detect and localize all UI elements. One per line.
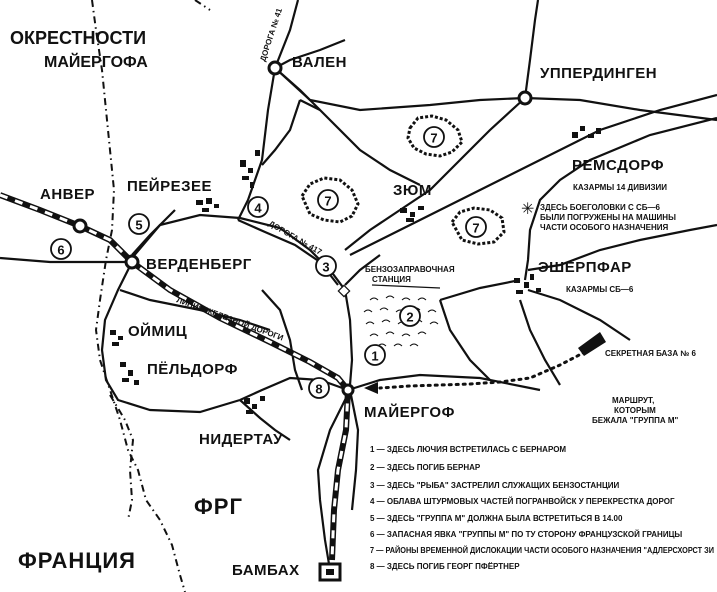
town-marker-anver — [72, 218, 88, 234]
legend-item-6: 6 — ЗАПАСНАЯ ЯВКА "ГРУППЫ М" ПО ТУ СТОРО… — [370, 530, 682, 539]
gas-station-icon — [337, 284, 351, 298]
marker-8: 8 — [308, 377, 330, 399]
label-route-2: КОТОРЫМ — [614, 406, 656, 415]
marker-7-west: 7 — [317, 189, 339, 211]
marker-7-east: 7 — [465, 216, 487, 238]
label-france: ФРАНЦИЯ — [18, 548, 136, 573]
label-frg: ФРГ — [194, 494, 243, 519]
asterisk-icon: ✳ — [521, 201, 534, 218]
label-route-3: БЕЖАЛА "ГРУППА М" — [592, 416, 679, 425]
legend-item-3: 3 — ЗДЕСЬ "РЫБА" ЗАСТРЕЛИЛ СЛУЖАЩИХ БЕНЗ… — [370, 481, 620, 490]
roads — [0, 0, 717, 571]
legend-item-2: 2 — ЗДЕСЬ ПОГИБ БЕРНАР — [370, 463, 481, 472]
label-station-2: СТАНЦИЯ — [372, 275, 411, 284]
svg-text:7: 7 — [324, 194, 331, 209]
border-lines — [91, 0, 211, 592]
svg-text:5: 5 — [135, 218, 142, 233]
label-peirezee: ПЕЙРЕЗЕЕ — [127, 177, 212, 195]
marker-5: 5 — [128, 213, 150, 235]
svg-text:3: 3 — [322, 260, 329, 275]
label-remsdorf: РЕМСДОРФ — [572, 157, 664, 174]
border-north — [194, 0, 211, 11]
label-peldorf: ПЁЛЬДОРФ — [147, 361, 238, 378]
marker-7-north: 7 — [423, 126, 445, 148]
marker-2: 2 — [399, 305, 421, 327]
road-41 — [237, 0, 300, 221]
legend-item-4: 4 — ОБЛАВА ШТУРМОВЫХ ЧАСТЕЙ ПОГРАНВОЙСК … — [370, 497, 675, 506]
label-verdenberg: ВЕРДЕНБЕРГ — [146, 256, 252, 273]
label-zyum: ЗЮМ — [393, 182, 432, 199]
secret-base-mark — [578, 332, 606, 356]
label-remsdorf-barracks: КАЗАРМЫ 14 ДИВИЗИИ — [573, 183, 667, 192]
label-valen: ВАЛЕН — [292, 54, 347, 71]
legend-item-1: 1 — ЗДЕСЬ ЛЮЧИЯ ВСТРЕТИЛАСЬ С БЕРНАРОМ — [370, 445, 566, 454]
map-title-line1: ОКРЕСТНОСТИ — [10, 28, 146, 48]
legend-item-8: 8 — ЗДЕСЬ ПОГИБ ГЕОРГ ПФЁРТНЕР — [370, 562, 520, 571]
label-maiergof: МАЙЕРГОФ — [364, 403, 455, 421]
legend-item-7: 7 — РАЙОНЫ ВРЕМЕННОЙ ДИСЛОКАЦИИ ЧАСТИ ОС… — [370, 546, 714, 555]
marker-3: 3 — [315, 255, 337, 277]
map-title-line2: МАЙЕРГОФА — [44, 52, 148, 71]
railway — [0, 192, 352, 561]
border-frg-france — [91, 0, 186, 592]
bambakh-station-icon — [318, 562, 342, 582]
legend: 1 — ЗДЕСЬ ЛЮЧИЯ ВСТРЕТИЛАСЬ С БЕРНАРОМ 2… — [370, 445, 714, 571]
town-circles — [72, 60, 533, 397]
town-marker-upperdingen — [517, 90, 533, 106]
marker-4: 4 — [247, 196, 269, 218]
label-bambakh: БАМБАХ — [232, 562, 300, 579]
label-esherpfar: ЭШЕРПФАР — [538, 259, 632, 276]
escape-route — [364, 350, 587, 394]
legend-item-5: 5 — ЗДЕСЬ "ГРУППА М" ДОЛЖНА БЫЛА ВСТРЕТИ… — [370, 514, 623, 523]
label-esherpfar-barracks: КАЗАРМЫ СБ—6 — [566, 285, 634, 294]
town-marker-verdenberg — [124, 254, 140, 270]
marker-6: 6 — [50, 238, 72, 260]
label-upperdingen: УППЕРДИНГЕН — [540, 65, 657, 82]
label-loading-1: ЗДЕСЬ БОЕГОЛОВКИ С СБ—6 — [540, 203, 661, 212]
svg-text:1: 1 — [371, 349, 378, 364]
svg-text:6: 6 — [57, 243, 64, 258]
town-marker-valen — [267, 60, 283, 76]
village-blocks — [110, 126, 606, 414]
label-route-1: МАРШРУТ, — [612, 396, 654, 405]
town-labels: ВАЛЕН УППЕРДИНГЕН РЕМСДОРФ АНВЕР ПЕЙРЕЗЕ… — [40, 54, 664, 579]
label-secret-base: СЕКРЕТНАЯ БАЗА № 6 — [605, 349, 696, 358]
zones-7 — [300, 114, 506, 246]
label-oimits: ОЙМИЦ — [128, 322, 187, 340]
label-station-1: БЕНЗОЗАПРАВОЧНАЯ — [365, 265, 455, 274]
town-marker-maiergof — [341, 383, 355, 397]
label-loading-3: ЧАСТИ ОСОБОГО НАЗНАЧЕНИЯ — [540, 223, 669, 232]
svg-text:4: 4 — [254, 201, 262, 216]
svg-text:7: 7 — [472, 221, 479, 236]
marker-1: 1 — [364, 344, 386, 366]
label-anver: АНВЕР — [40, 186, 95, 203]
label-nidertau: НИДЕРТАУ — [199, 431, 283, 448]
svg-text:7: 7 — [430, 131, 437, 146]
label-loading-2: БЫЛИ ПОГРУЖЕНЫ НА МАШИНЫ — [540, 213, 676, 222]
svg-text:2: 2 — [406, 310, 413, 325]
numbered-markers: 1 2 3 4 5 6 7 7 7 8 — [50, 126, 487, 399]
svg-text:8: 8 — [315, 382, 322, 397]
